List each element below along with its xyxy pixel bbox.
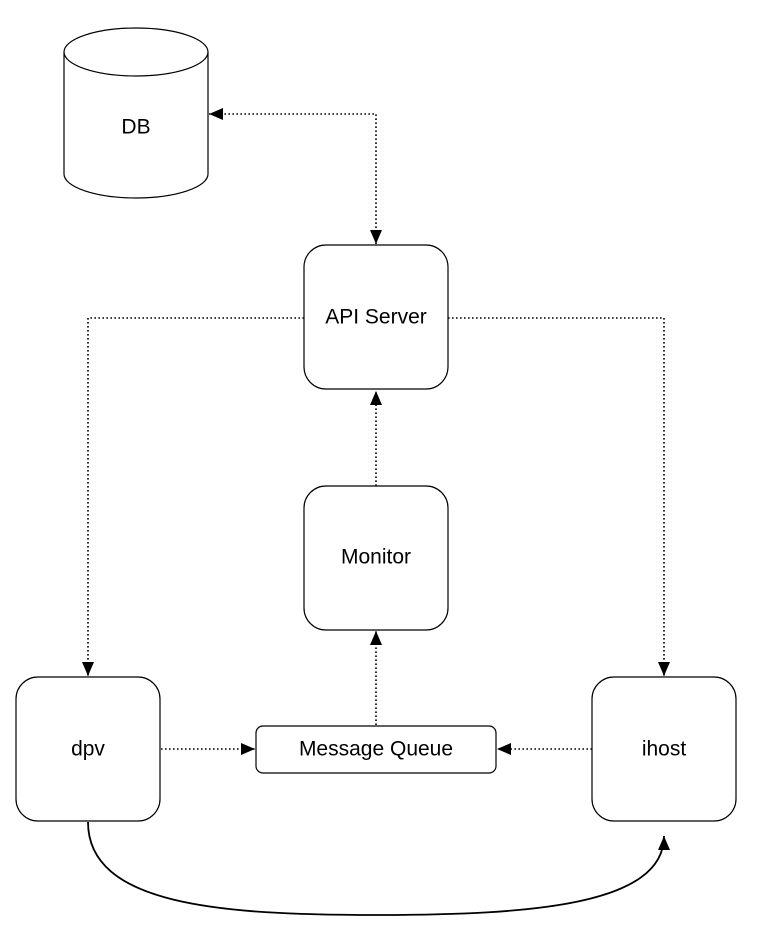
monitor-box bbox=[303, 485, 449, 631]
db-cylinder-top bbox=[63, 27, 209, 77]
dpv-label: dpv bbox=[71, 738, 105, 761]
node-monitor[interactable]: Monitor bbox=[303, 485, 449, 631]
edges bbox=[82, 108, 670, 916]
db-label: DB bbox=[121, 116, 150, 139]
ihost-label: ihost bbox=[642, 738, 687, 761]
edge-api-server-ihost bbox=[448, 317, 670, 676]
message-queue-label: Message Queue bbox=[299, 738, 453, 761]
node-message-queue[interactable]: Message Queue bbox=[255, 725, 497, 774]
edge-dpv-ihost bbox=[87, 821, 670, 916]
ihost-box bbox=[591, 676, 737, 822]
node-db[interactable]: DB bbox=[63, 27, 209, 199]
node-dpv[interactable]: dpv bbox=[15, 676, 161, 822]
db-cylinder-shape bbox=[63, 52, 209, 199]
api-server-box bbox=[303, 244, 449, 390]
message-queue-box bbox=[255, 725, 497, 774]
edge-api-server-dpv bbox=[82, 317, 304, 676]
node-api-server[interactable]: API Server bbox=[303, 244, 449, 390]
nodes: DB API Server Monitor dpv Message Queue … bbox=[15, 27, 737, 822]
dpv-box bbox=[15, 676, 161, 822]
monitor-label: Monitor bbox=[341, 546, 411, 569]
api-server-label: API Server bbox=[325, 306, 427, 329]
node-ihost[interactable]: ihost bbox=[591, 676, 737, 822]
edge-api-server-db bbox=[209, 108, 382, 244]
